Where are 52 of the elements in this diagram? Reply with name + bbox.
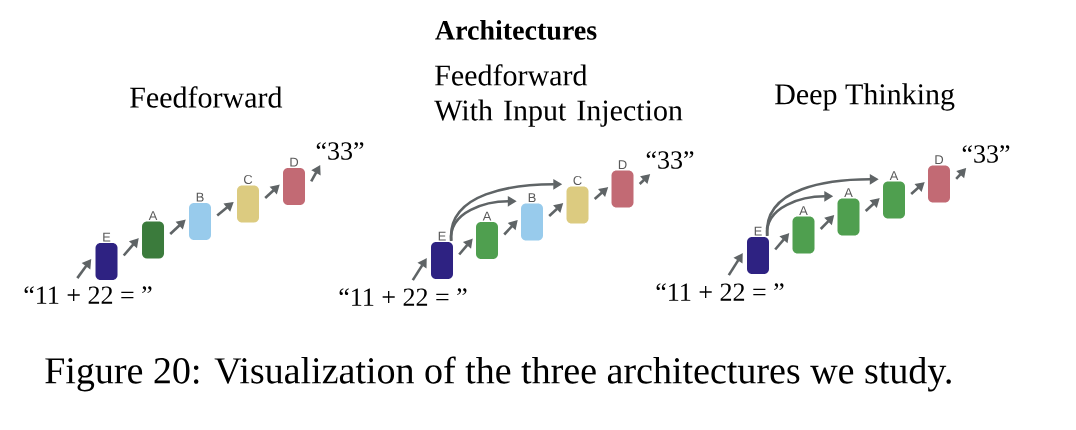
arrow — [503, 220, 518, 236]
node-label: A — [844, 188, 853, 198]
layer-block: B — [521, 193, 543, 241]
node-label: C — [573, 175, 582, 186]
panel-title: Feedforward — [130, 86, 283, 108]
arrow — [411, 258, 427, 281]
layer-block: D — [283, 157, 305, 205]
layer-block: E — [747, 226, 769, 274]
layer-block: A — [476, 211, 498, 259]
arrow — [264, 184, 280, 199]
arrow — [910, 182, 925, 195]
layer-block: D — [928, 155, 950, 203]
output-text: “33” — [962, 145, 1010, 163]
arrow — [864, 198, 880, 212]
arrow — [216, 202, 234, 217]
diagram-title: Architectures — [435, 20, 597, 40]
arrow — [727, 253, 743, 276]
arrow — [310, 165, 321, 183]
output-text: “33” — [646, 151, 694, 169]
arrow — [122, 238, 139, 257]
arrow — [169, 219, 186, 235]
node-label: A — [148, 211, 158, 221]
layer-block: C — [237, 174, 259, 223]
panel-title: Deep Thinking — [775, 83, 955, 111]
layer-block: A — [883, 171, 905, 219]
node-label: E — [438, 231, 446, 241]
input-text: “11 + 22 = ” — [24, 286, 152, 304]
layer-block: E — [95, 232, 118, 280]
figure-caption: Figure 20: Visualization of the three architectures we study. — [45, 356, 951, 392]
node-label: A — [799, 206, 808, 216]
node-label: A — [889, 171, 899, 181]
layer-block: C — [566, 175, 589, 224]
layer-block: E — [431, 231, 453, 279]
node-label: B — [196, 192, 204, 202]
arrow — [76, 259, 92, 279]
node-label: D — [618, 160, 627, 170]
layer-block: D — [611, 160, 634, 208]
layer-block: A — [792, 206, 815, 254]
node-label: E — [754, 226, 762, 236]
node-label: D — [935, 155, 944, 165]
node-label: C — [243, 174, 253, 185]
input-text: “11 + 22 = ” — [656, 283, 784, 301]
layer-block: A — [837, 188, 860, 236]
node-label: E — [103, 232, 111, 242]
input-text: “11 + 22 = ” — [339, 288, 467, 306]
node-label: D — [290, 157, 299, 167]
node-label: B — [528, 193, 536, 203]
layer-block: A — [142, 211, 164, 259]
node-label: A — [482, 211, 492, 221]
output-text: “33” — [316, 142, 364, 160]
layer-block: B — [189, 192, 211, 240]
panel-title: Feedforward With Input Injection — [434, 64, 683, 127]
